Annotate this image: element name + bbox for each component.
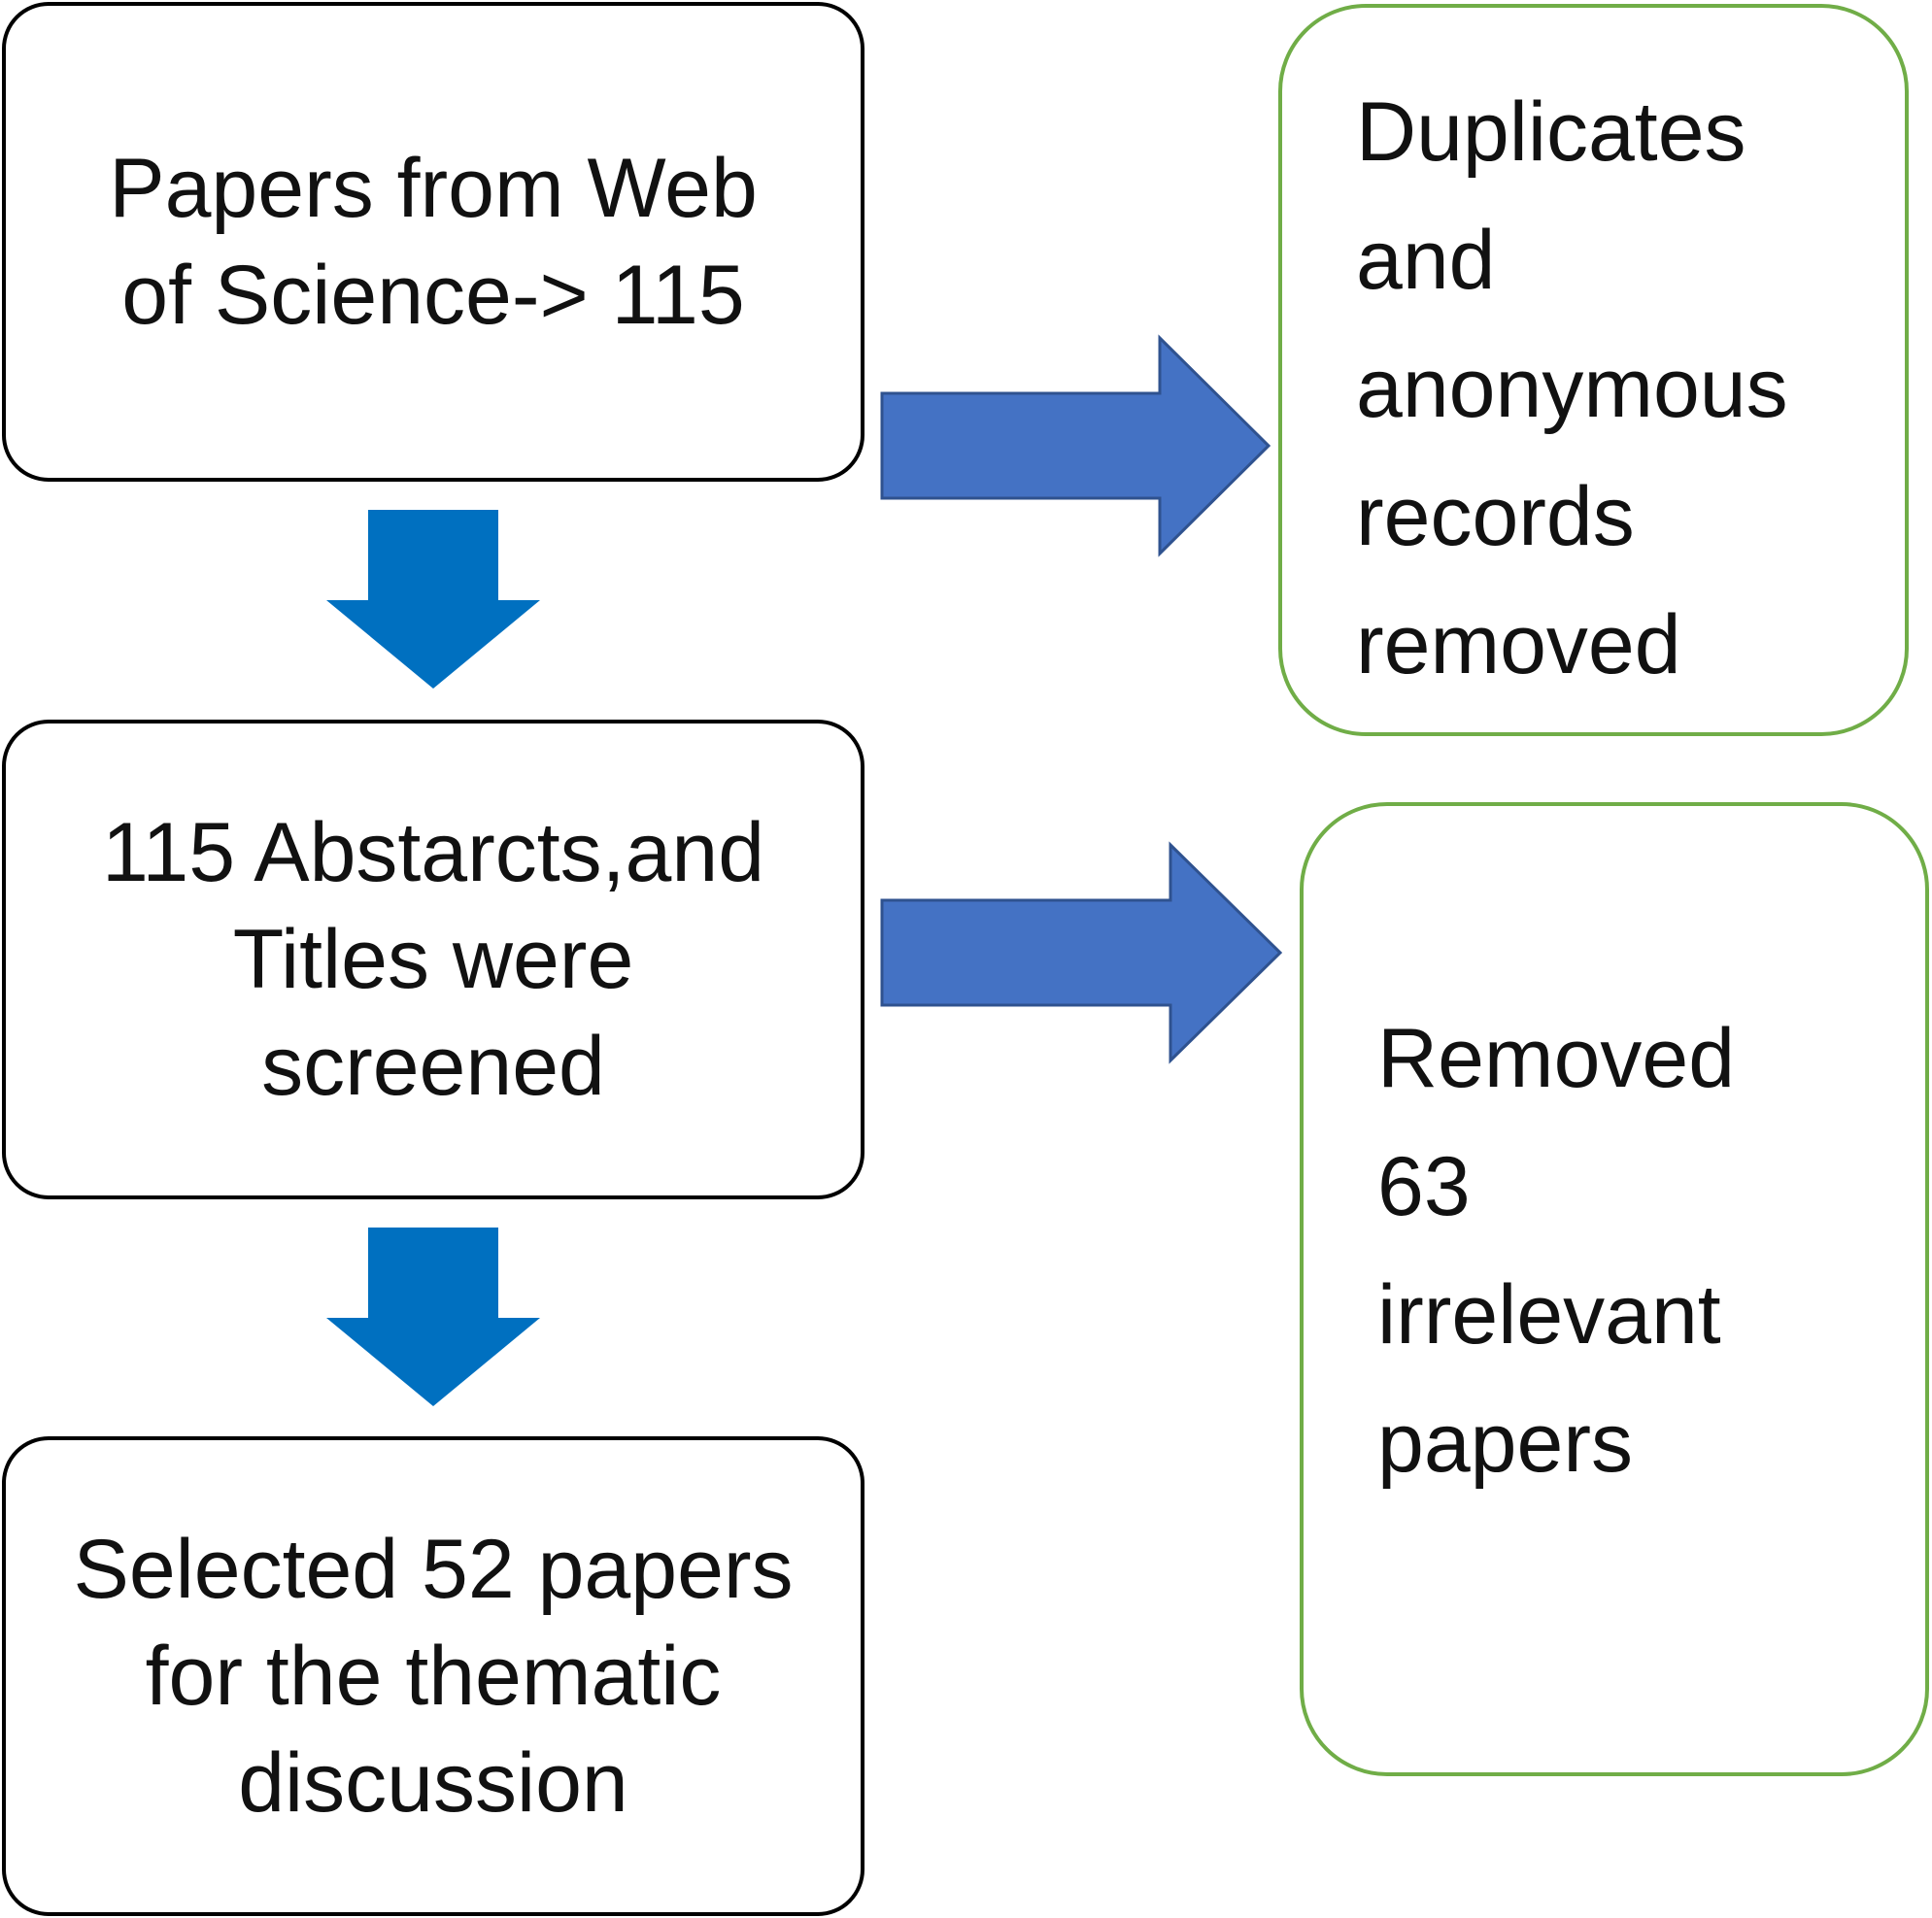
records-identified-box: Papers from Web of Science-> 115 [2,2,864,482]
screening-box: 115 Abstarcts,and Titles were screened [2,720,864,1199]
included-text: Selected 52 papers for the thematic disc… [73,1523,794,1830]
screening-text: 115 Abstarcts,and Titles were screened [101,806,765,1113]
right-arrow-1-icon [880,334,1271,557]
irrelevant-removed-text: Removed 63 irrelevant papers [1377,1012,1736,1490]
down-arrow-2-icon [326,1228,540,1406]
included-box: Selected 52 papers for the thematic disc… [2,1436,864,1916]
records-identified-text: Papers from Web of Science-> 115 [109,142,758,342]
irrelevant-removed-box: Removed 63 irrelevant papers [1300,802,1929,1776]
down-arrow-1-icon [326,510,540,689]
duplicates-removed-box: Duplicates and anonymous records removed [1278,4,1909,736]
duplicates-removed-text: Duplicates and anonymous records removed [1356,85,1788,691]
right-arrow-2-icon [880,841,1283,1064]
